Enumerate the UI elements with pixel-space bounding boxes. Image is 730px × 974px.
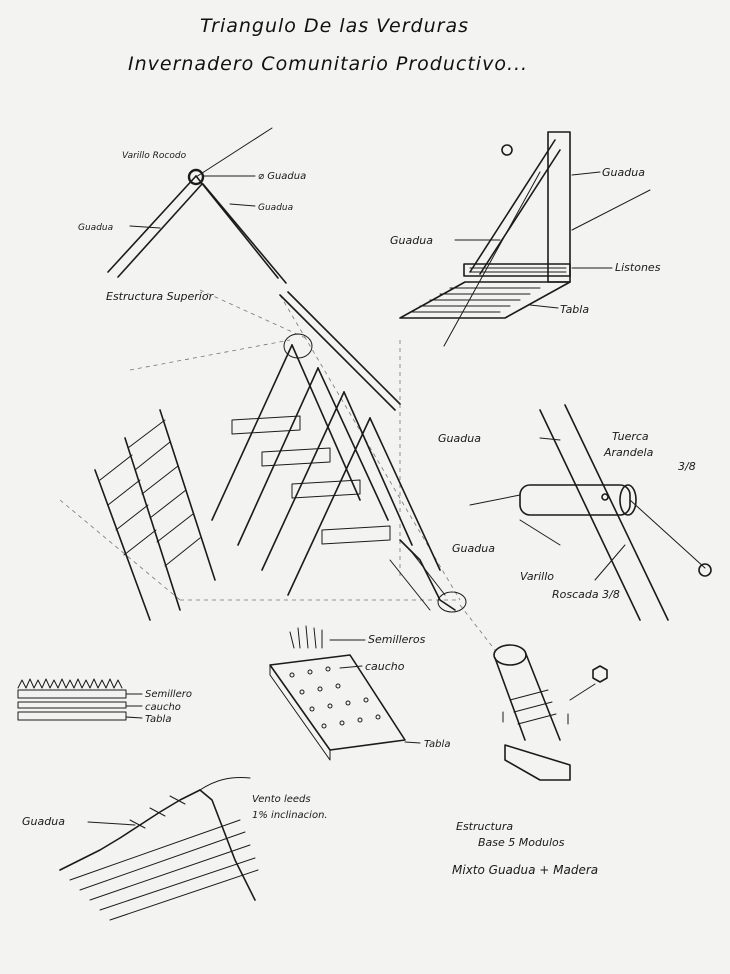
label-semilleros: Semilleros [368, 633, 426, 646]
tray-holes [289, 666, 381, 729]
caption-estructura-superior: Estructura Superior [106, 290, 215, 303]
label-tabla-left: Tabla [145, 714, 171, 725]
label-fraction: 3/8 [678, 460, 696, 473]
title-line-1: Triangulo De las Verduras [200, 15, 469, 37]
label-guadua-left: Guadua [78, 223, 113, 233]
title-line-2: Invernadero Comunitario Productivo... [128, 53, 528, 75]
note-line-1: Estructura [456, 820, 513, 833]
base-detail [459, 604, 608, 781]
label-tuerca: Tuerca [612, 430, 649, 443]
note-line-3: Mixto Guadua + Madera [452, 863, 598, 877]
label-roscada: Roscada 3/8 [552, 588, 620, 601]
detail-mid-right: Guadua Tuerca Arandela 3/8 Guadua Varill… [438, 404, 712, 621]
label-venta: Vento leeds [252, 794, 311, 805]
label-guadua-left-2: Guadua [390, 234, 433, 247]
label-varilla-rocodo: Varillo Rocodo [122, 151, 187, 161]
label-tabla-center: Tabla [424, 739, 450, 750]
label-inclinacion: 1% inclinacion. [252, 810, 328, 821]
label-varilla: Varillo [520, 570, 554, 583]
label-guadua-mid-bottom: Guadua [452, 542, 495, 555]
detail-top-right: Guadua Guadua Listones Tabla [390, 131, 661, 347]
label-guadua-bottom: Guadua [22, 815, 65, 828]
stepped-profile: Guadua Vento leeds 1% inclinacion. [22, 777, 328, 921]
greenhouse-structure [59, 289, 467, 621]
label-caucho-center: caucho [365, 660, 405, 673]
detail-top-left: Varillo Rocodo ⌀ Guadua Guadua Guadua Es… [78, 127, 306, 303]
notes: Estructura Base 5 Modulos Mixto Guadua +… [452, 820, 598, 877]
tray-detail: Semilleros caucho Tabla [269, 625, 450, 761]
layers-detail: Semillero caucho Tabla [17, 678, 192, 725]
label-guadua-right: Guadua [258, 203, 293, 213]
label-caucho-left: caucho [145, 702, 181, 713]
label-guadua-top: Guadua [602, 166, 645, 179]
label-guadua-mid-top: Guadua [438, 432, 481, 445]
label-listones: Listones [615, 261, 661, 274]
label-tabla-top: Tabla [560, 303, 589, 316]
label-guadua-o: ⌀ Guadua [258, 171, 306, 182]
label-arandela: Arandela [603, 446, 654, 459]
label-semillero-left: Semillero [145, 689, 192, 700]
note-line-2: Base 5 Modulos [478, 836, 565, 849]
